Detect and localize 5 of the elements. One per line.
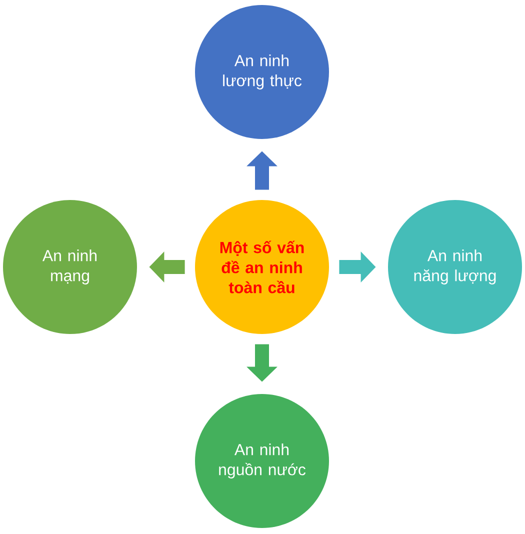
circle-node: An ninh mạng [3,200,137,334]
circle-node: Một số vấn đề an ninh toàn cầu [195,200,329,334]
circle-node: An ninh nguồn nước [195,394,329,528]
circle-node: An ninh năng lượng [388,200,522,334]
circle-node: An ninh lương thực [195,5,329,139]
